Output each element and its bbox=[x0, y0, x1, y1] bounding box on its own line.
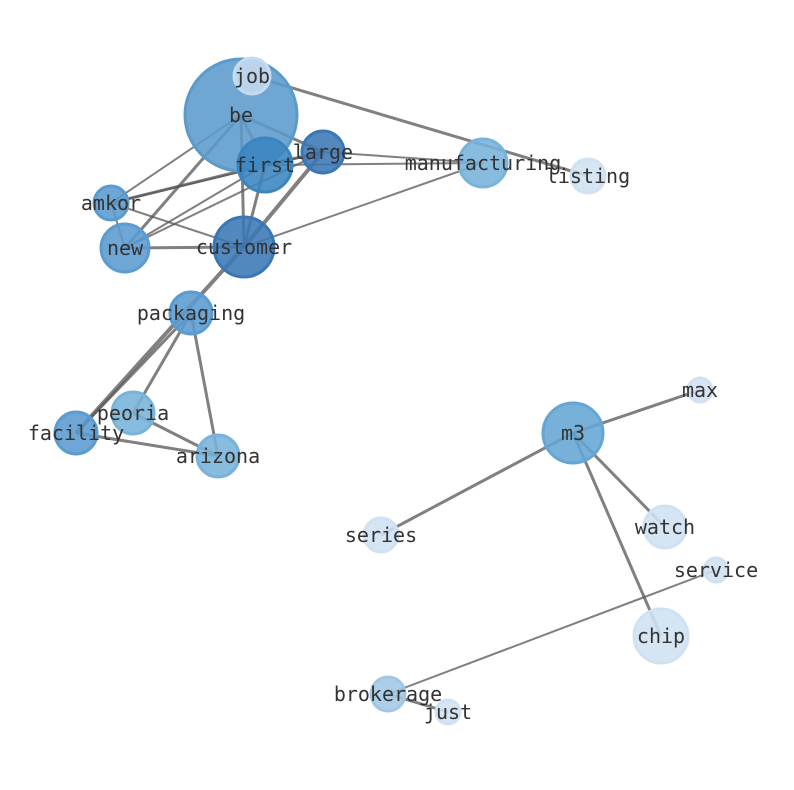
edge-m3-chip bbox=[571, 432, 663, 637]
node-just bbox=[434, 698, 462, 726]
node-m3 bbox=[541, 401, 605, 465]
node-label-amkor: amkor bbox=[81, 191, 141, 215]
node-customer bbox=[212, 215, 276, 279]
node-label-new: new bbox=[107, 236, 144, 260]
node-large bbox=[300, 129, 346, 175]
node-label-listing: listing bbox=[546, 164, 630, 188]
node-peoria bbox=[110, 390, 156, 436]
node-label-brokerage: brokerage bbox=[334, 682, 442, 706]
nodes bbox=[53, 56, 730, 726]
node-label-be: be bbox=[229, 103, 253, 127]
node-chip bbox=[632, 607, 690, 665]
node-first bbox=[236, 136, 294, 194]
node-label-just: just bbox=[424, 700, 472, 724]
node-label-facility: facility bbox=[28, 421, 124, 445]
node-label-packaging: packaging bbox=[137, 301, 245, 325]
node-label-customer: customer bbox=[196, 235, 292, 259]
edge-first-manufacturing bbox=[264, 162, 484, 166]
node-label-m3: m3 bbox=[561, 421, 585, 445]
node-arizona bbox=[195, 433, 241, 479]
node-label-chip: chip bbox=[637, 624, 685, 648]
edge-job-listing bbox=[251, 74, 589, 178]
node-brokerage bbox=[369, 675, 407, 713]
node-manufacturing bbox=[457, 137, 509, 189]
node-max bbox=[686, 376, 714, 404]
node-label-job: job bbox=[234, 64, 270, 88]
edge-large-manufacturing bbox=[322, 151, 484, 164]
node-watch bbox=[642, 504, 688, 550]
node-amkor bbox=[92, 184, 130, 222]
node-label-series: series bbox=[345, 523, 417, 547]
node-service bbox=[702, 556, 730, 584]
node-label-large: large bbox=[293, 140, 353, 164]
node-label-service: service bbox=[674, 558, 758, 582]
node-label-arizona: arizona bbox=[176, 444, 260, 468]
node-new bbox=[99, 222, 151, 274]
node-facility bbox=[53, 410, 99, 456]
edge-service-brokerage bbox=[387, 569, 717, 695]
node-label-watch: watch bbox=[635, 515, 695, 539]
node-series bbox=[362, 516, 400, 554]
node-packaging bbox=[168, 290, 214, 336]
node-label-max: max bbox=[682, 378, 718, 402]
node-job bbox=[232, 56, 272, 96]
edge-packaging-arizona bbox=[189, 312, 220, 457]
node-listing bbox=[569, 157, 607, 195]
edge-facility-arizona bbox=[75, 431, 219, 458]
node-label-first: first bbox=[235, 153, 295, 177]
edge-packaging-facility bbox=[74, 311, 193, 435]
node-label-manufacturing: manufacturing bbox=[405, 151, 562, 175]
node-label-peoria: peoria bbox=[97, 401, 169, 425]
edge-customer-manufacturing bbox=[243, 162, 484, 248]
edge-m3-series bbox=[380, 431, 574, 537]
